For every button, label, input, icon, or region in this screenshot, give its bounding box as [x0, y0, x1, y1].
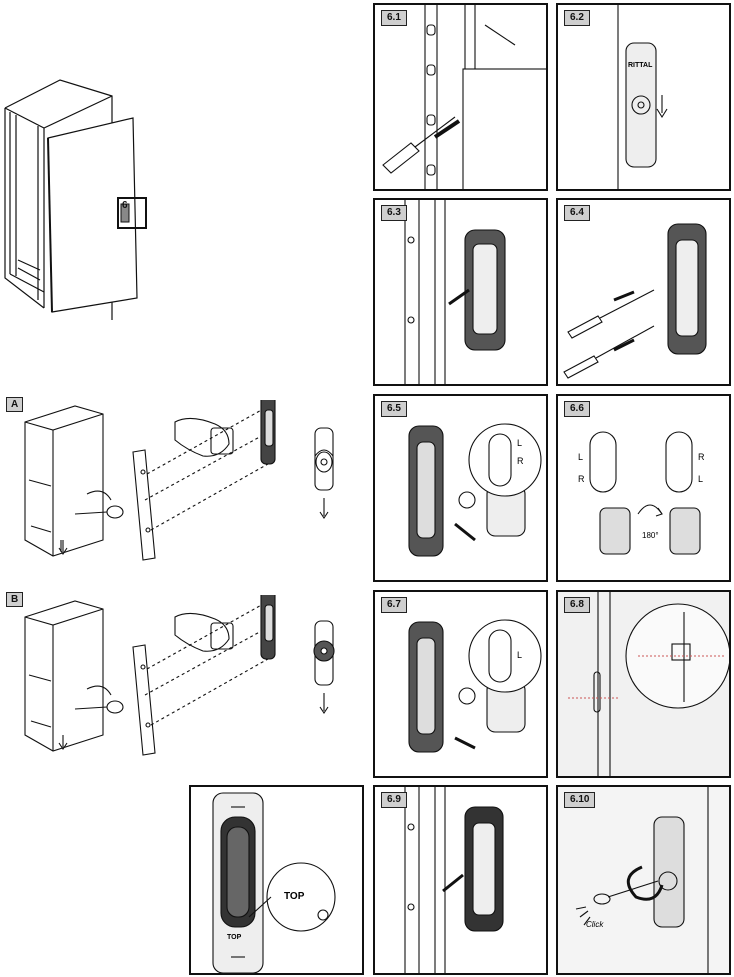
step-6-10-tag: 6.10 [564, 792, 596, 808]
step-6-3-tag: 6.3 [381, 205, 407, 221]
step-6-6-right-l: L [698, 474, 703, 484]
overview-callout-box: 6 [117, 197, 147, 229]
step-6-4-panel: 6.4 [556, 198, 731, 386]
step-6-5-panel: 6.5 L R [373, 394, 548, 582]
section-a-tag: A [6, 397, 24, 412]
click-label: Click [586, 920, 604, 929]
step-6-3-panel: 6.3 [373, 198, 548, 386]
step-6-6-left-r: R [578, 474, 585, 484]
section-b-illustration [15, 588, 355, 765]
step-6-6-rotation: 180° [642, 531, 659, 540]
step-6-2-panel: 6.2 RITTAL [556, 3, 731, 191]
step-6-5-insert-r: R [517, 456, 524, 466]
step-6-8-tag: 6.8 [564, 597, 590, 613]
step-6-5-insert-l: L [517, 438, 522, 448]
insert-top-mark-zoom: TOP [284, 891, 305, 902]
step-6-4-tag: 6.4 [564, 205, 590, 221]
handle-brand-label: RITTAL [628, 62, 653, 69]
step-6-5-tag: 6.5 [381, 401, 407, 417]
step-6-10-panel: 6.10 Click [556, 785, 731, 975]
step-6-7-insert-l: L [517, 650, 522, 660]
step-6-2-tag: 6.2 [564, 10, 590, 26]
step-6-6-left-l: L [578, 452, 583, 462]
insert-top-mark-small: TOP [227, 934, 242, 941]
step-6-8-panel: 6.8 [556, 590, 731, 778]
step-6-6-panel: 6.6 L R R L 180° [556, 394, 731, 582]
step-6-6-right-r: R [698, 452, 705, 462]
step-6-7-tag: 6.7 [381, 597, 407, 613]
overview-callout-number: 6 [122, 200, 128, 211]
step-6-1-panel: 6.1 [373, 3, 548, 191]
step-6-6-tag: 6.6 [564, 401, 590, 417]
section-b-tag: B [6, 592, 24, 607]
section-a-illustration [15, 393, 355, 570]
overview-cabinet-illustration [0, 60, 180, 320]
step-6-7-panel: 6.7 L [373, 590, 548, 778]
top-orientation-panel: TOP TOP [189, 785, 364, 975]
step-6-9-panel: 6.9 [373, 785, 548, 975]
step-6-9-tag: 6.9 [381, 792, 407, 808]
step-6-1-tag: 6.1 [381, 10, 407, 26]
